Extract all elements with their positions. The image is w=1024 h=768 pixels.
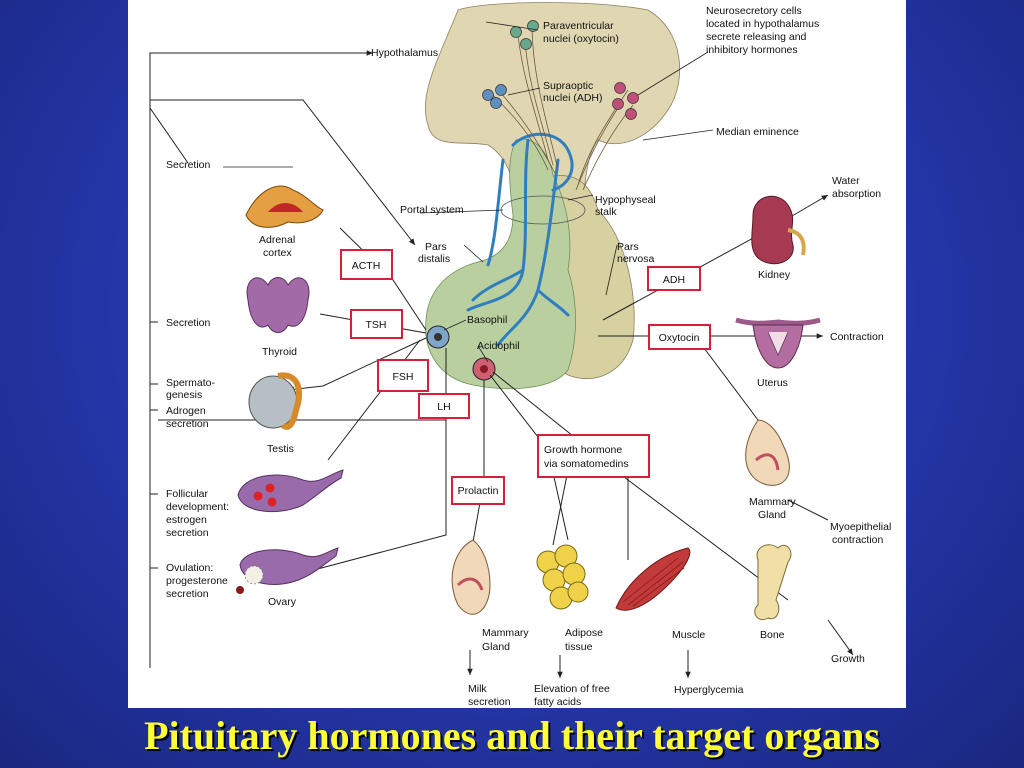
label-mammary-left-1: Mammary — [482, 627, 529, 639]
label-mammary-right-1: Mammary — [749, 496, 796, 508]
label-secretion-thyroid: Secretion — [166, 317, 211, 329]
testis-illustration — [248, 372, 302, 430]
label-uterus: Uterus — [757, 377, 788, 389]
pituitary-diagram: Hypothalamus Paraventricular nuclei (oxy… — [149, 2, 891, 708]
hormone-gh-1: Growth hormone — [544, 444, 622, 456]
label-neurosecretory-2: located in hypothalamus — [706, 18, 819, 30]
hormone-acth: ACTH — [352, 260, 381, 272]
label-water-1: Water — [832, 175, 860, 187]
label-neurosecretory-4: inhibitory hormones — [706, 44, 798, 56]
label-myoepithelial-1: Myoepithelial — [830, 521, 891, 533]
label-elevation-1: Elevation of free — [534, 683, 610, 695]
ovary-illustration-2 — [236, 547, 339, 594]
label-adipose-2: tissue — [565, 641, 593, 653]
label-myoepithelial-2: contraction — [832, 534, 884, 546]
hormone-prolactin: Prolactin — [458, 485, 499, 497]
label-hyperglycemia: Hyperglycemia — [674, 684, 744, 696]
label-adrogen-2: secretion — [166, 418, 209, 430]
label-contraction: Contraction — [830, 331, 884, 343]
label-spermato-1: Spermato- — [166, 377, 216, 389]
label-acidophil: Acidophil — [477, 340, 520, 352]
label-supraoptic-2: nuclei (ADH) — [543, 92, 603, 104]
label-water-2: absorption — [832, 188, 881, 200]
thyroid-illustration — [246, 277, 310, 333]
label-spermato-2: genesis — [166, 389, 202, 401]
label-portal-system: Portal system — [400, 204, 464, 216]
label-follicular-1: Follicular — [166, 488, 209, 500]
label-pars-distalis-1: Pars — [425, 241, 447, 253]
label-ovary: Ovary — [268, 596, 297, 608]
pointer-lines — [223, 21, 714, 363]
label-elevation-2: fatty acids — [534, 696, 581, 708]
label-secretion-adrenal: Secretion — [166, 159, 211, 171]
label-milk-2: secretion — [468, 696, 511, 708]
hormone-gh-2: via somatomedins — [544, 458, 629, 470]
label-pars-distalis-2: distalis — [418, 253, 450, 265]
neurosecretory-cells — [612, 82, 639, 120]
hormone-adh: ADH — [663, 274, 685, 286]
label-testis: Testis — [267, 443, 294, 455]
left-bracket-lines — [149, 50, 416, 668]
supraoptic-cells — [482, 84, 507, 109]
label-ovulation-3: secretion — [166, 588, 209, 600]
kidney-illustration — [751, 195, 806, 265]
label-kidney: Kidney — [758, 269, 791, 281]
diagram-labels: Hypothalamus Paraventricular nuclei (oxy… — [166, 5, 891, 708]
adrenal-illustration — [245, 185, 324, 228]
label-growth: Growth — [831, 653, 865, 665]
label-mammary-right-2: Gland — [758, 509, 786, 521]
bone-illustration — [754, 544, 792, 620]
uterus-illustration — [735, 317, 821, 369]
label-follicular-4: secretion — [166, 527, 209, 539]
slide-title: Pituitary hormones and their target orga… — [144, 713, 880, 758]
portal-vessels — [466, 132, 574, 347]
adipose-illustration — [536, 544, 589, 610]
label-neurosecretory-1: Neurosecretory cells — [706, 5, 802, 17]
label-neurosecretory-3: secrete releasing and — [706, 31, 807, 43]
mammary-left-illustration — [451, 539, 491, 615]
label-thyroid: Thyroid — [262, 346, 297, 358]
label-paraventricular-2: nuclei (oxytocin) — [543, 33, 619, 45]
label-bone: Bone — [760, 629, 785, 641]
label-ovulation-1: Ovulation: — [166, 562, 213, 574]
label-hypophyseal-1: Hypophyseal — [595, 194, 656, 206]
label-basophil: Basophil — [467, 314, 507, 326]
label-pars-nervosa-2: nervosa — [617, 253, 655, 265]
label-mammary-left-2: Gland — [482, 641, 510, 653]
label-follicular-3: estrogen — [166, 514, 207, 526]
label-adipose-1: Adipose — [565, 627, 603, 639]
label-hypothalamus: Hypothalamus — [371, 47, 438, 59]
label-adrogen-1: Adrogen — [166, 405, 206, 417]
ovary-illustration-1 — [237, 469, 344, 513]
diagram-panel: Hypothalamus Paraventricular nuclei (oxy… — [128, 0, 906, 708]
label-hypophyseal-2: stalk — [595, 206, 617, 218]
label-pars-nervosa-1: Pars — [617, 241, 639, 253]
anterior-pituitary — [425, 138, 576, 390]
label-adrenal-1: Adrenal — [259, 234, 295, 246]
label-paraventricular-1: Paraventricular — [543, 20, 614, 32]
mammary-right-illustration — [745, 419, 790, 486]
label-median-eminence: Median eminence — [716, 126, 799, 138]
hormone-fsh: FSH — [393, 371, 414, 383]
hormone-boxes: ACTH TSH FSH LH Prolactin Growth hormone… — [340, 249, 711, 505]
hormone-oxytocin: Oxytocin — [659, 332, 700, 344]
label-follicular-2: development: — [166, 501, 229, 513]
hormone-lh: LH — [437, 401, 450, 413]
label-adrenal-2: cortex — [263, 247, 292, 259]
hormone-tsh: TSH — [366, 319, 387, 331]
label-supraoptic-1: Supraoptic — [543, 80, 593, 92]
hypothalamus-tissue — [424, 2, 681, 216]
label-milk-1: Milk — [468, 683, 487, 695]
paraventricular-cells — [510, 20, 539, 50]
muscle-illustration — [615, 547, 691, 611]
label-ovulation-2: progesterone — [166, 575, 228, 587]
label-muscle: Muscle — [672, 629, 705, 641]
